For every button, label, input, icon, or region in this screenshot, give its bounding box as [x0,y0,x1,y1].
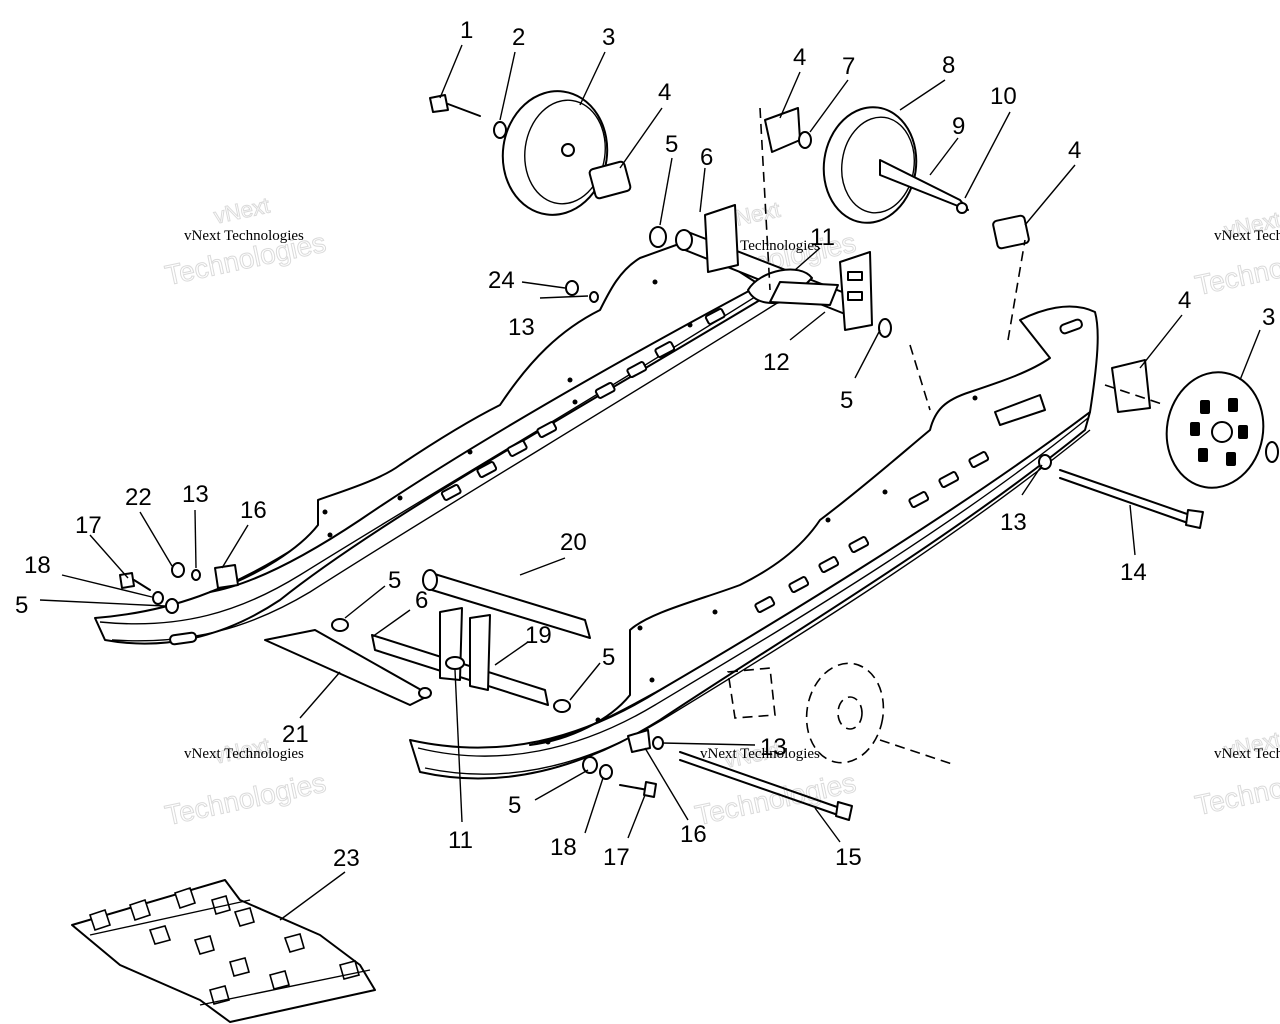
watermark-word: Technologies [162,767,328,831]
callout-1: 1 [460,17,473,44]
callout-4: 4 [658,79,671,106]
callout-5: 5 [508,792,521,819]
callout-4: 4 [793,44,806,71]
watermark-text: vNext Technologies [184,228,304,244]
callout-5: 5 [15,592,28,619]
callout-11: 11 [810,224,835,251]
callout-16: 16 [680,821,707,848]
callout-16: 16 [240,497,267,524]
callout-24: 24 [488,267,515,294]
callout-4: 4 [1178,287,1191,314]
callout-22: 22 [125,484,152,511]
callout-7: 7 [842,53,855,80]
callout-5: 5 [388,567,401,594]
callout-13: 13 [760,734,787,761]
right-rail-slots [754,318,1083,614]
upper-cross-shaft [649,204,892,338]
slide-block [588,160,632,200]
callout-4: 4 [1068,137,1081,164]
callout-17: 17 [603,844,630,871]
left-rail [94,239,791,646]
watermark-word: Technologies [1192,237,1280,301]
callout-13: 13 [508,314,535,341]
rear-wheel-phantom [727,662,956,766]
callout-6: 6 [415,587,428,614]
callout-17: 17 [75,512,102,539]
callout-3: 3 [602,24,615,51]
callout-15: 15 [835,844,862,871]
callout-labels: 1 2 3 4 5 6 4 7 8 9 10 4 11 12 5 24 13 4… [15,17,1275,872]
watermark-text: vNext Technologies [1214,746,1280,762]
callout-11: 11 [448,827,473,854]
callout-21: 21 [282,721,309,748]
callout-5: 5 [665,131,678,158]
idler-wheel-left [501,90,609,216]
watermark-word: Technologies [1192,757,1280,821]
callout-14: 14 [1120,559,1147,586]
rear-wheel-right [1165,371,1265,489]
watermark-text: vNext Technologies [184,746,304,762]
track-section [71,879,376,1023]
callout-13: 13 [182,481,209,508]
callout-8: 8 [942,52,955,79]
callout-5: 5 [840,387,853,414]
callout-19: 19 [525,622,552,649]
right-rail [409,305,1099,780]
slide-block [992,214,1030,250]
slide-block [1111,359,1151,413]
callout-20: 20 [560,529,587,556]
callout-2: 2 [512,24,525,51]
left-rail-slots [440,307,726,501]
watermark-word: Technologies [692,767,858,831]
watermark-word: vNext [212,193,272,229]
bolts [119,94,1279,821]
callout-5: 5 [602,644,615,671]
callout-13: 13 [1000,509,1027,536]
watermark-text: vNext Technologies [700,746,820,762]
callout-10: 10 [990,83,1017,110]
idler-wheel-right [822,106,969,224]
watermark-text: vNext Technologies [1214,228,1280,244]
lower-cross-shaft [264,569,591,713]
callout-18: 18 [550,834,577,861]
leader-lines [39,44,1261,921]
callout-6: 6 [700,144,713,171]
callout-18: 18 [24,552,51,579]
callout-3: 3 [1262,304,1275,331]
callout-12: 12 [763,349,790,376]
slide-block [764,107,801,153]
callout-9: 9 [952,113,965,140]
callout-23: 23 [333,845,360,872]
